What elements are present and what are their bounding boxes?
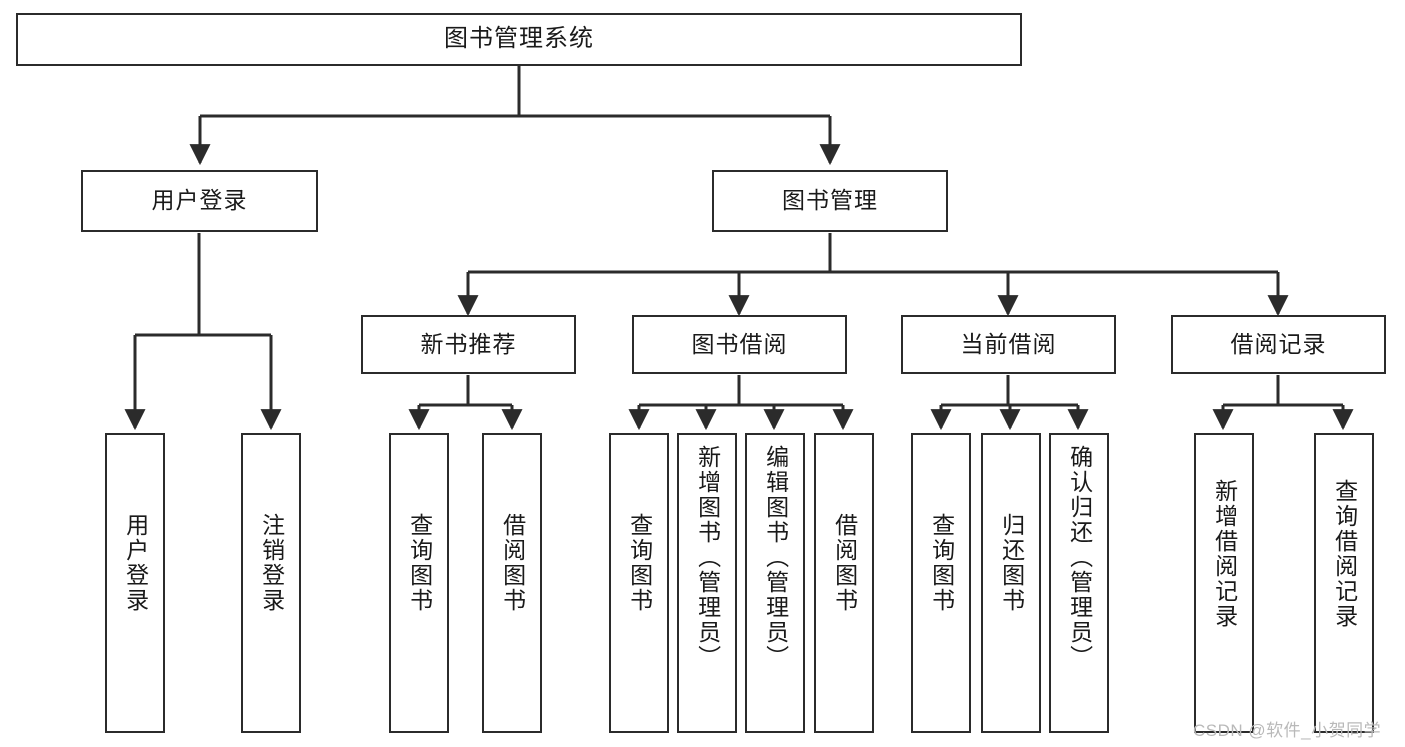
node-book-borrow[interactable]: 图书借阅 [632,315,847,374]
leaf-query-book-2-label: 查询图书 [626,513,653,613]
leaf-return-book-label: 归还图书 [998,513,1025,613]
leaf-borrow-book-2-label: 借阅图书 [831,513,858,613]
leaf-add-record-label: 新增借阅记录 [1211,479,1238,629]
node-book-borrow-label: 图书借阅 [691,330,788,357]
leaf-user-login-label: 用户登录 [122,513,149,613]
node-user-login-label: 用户登录 [151,187,248,214]
leaf-query-record-label: 查询借阅记录 [1331,479,1358,629]
leaf-add-book[interactable]: 新增图书（管理员） [677,433,737,733]
leaf-return-book[interactable]: 归还图书 [981,433,1041,733]
leaf-borrow-book-2[interactable]: 借阅图书 [814,433,874,733]
leaf-confirm-return[interactable]: 确认归还（管理员） [1049,433,1109,733]
leaf-query-book-3-label: 查询图书 [928,513,955,613]
node-current-borrow-label: 当前借阅 [960,330,1057,357]
leaf-query-record[interactable]: 查询借阅记录 [1314,433,1374,733]
node-root[interactable]: 图书管理系统 [16,13,1022,66]
node-borrow-record[interactable]: 借阅记录 [1171,315,1386,374]
node-borrow-record-label: 借阅记录 [1230,330,1327,357]
leaf-borrow-book-1[interactable]: 借阅图书 [482,433,542,733]
leaf-logout-label: 注销登录 [258,513,285,613]
csdn-watermark: CSDN @软件_小贺同学 [1193,721,1382,740]
leaf-borrow-book-1-label: 借阅图书 [499,513,526,613]
node-user-login[interactable]: 用户登录 [81,170,318,232]
leaf-add-book-label: 新增图书（管理员） [694,445,721,670]
node-new-book-recommend[interactable]: 新书推荐 [361,315,576,374]
node-current-borrow[interactable]: 当前借阅 [901,315,1116,374]
leaf-user-login[interactable]: 用户登录 [105,433,165,733]
leaf-query-book-3[interactable]: 查询图书 [911,433,971,733]
node-book-management-label: 图书管理 [782,187,878,214]
leaf-add-record[interactable]: 新增借阅记录 [1194,433,1254,733]
node-book-management[interactable]: 图书管理 [712,170,948,232]
node-new-book-recommend-label: 新书推荐 [420,330,517,357]
leaf-query-book-1[interactable]: 查询图书 [389,433,449,733]
leaf-edit-book[interactable]: 编辑图书（管理员） [745,433,805,733]
leaf-edit-book-label: 编辑图书（管理员） [762,445,789,670]
leaf-query-book-1-label: 查询图书 [406,513,433,613]
leaf-logout[interactable]: 注销登录 [241,433,301,733]
leaf-confirm-return-label: 确认归还（管理员） [1066,445,1093,670]
node-root-label: 图书管理系统 [444,25,594,53]
leaf-query-book-2[interactable]: 查询图书 [609,433,669,733]
